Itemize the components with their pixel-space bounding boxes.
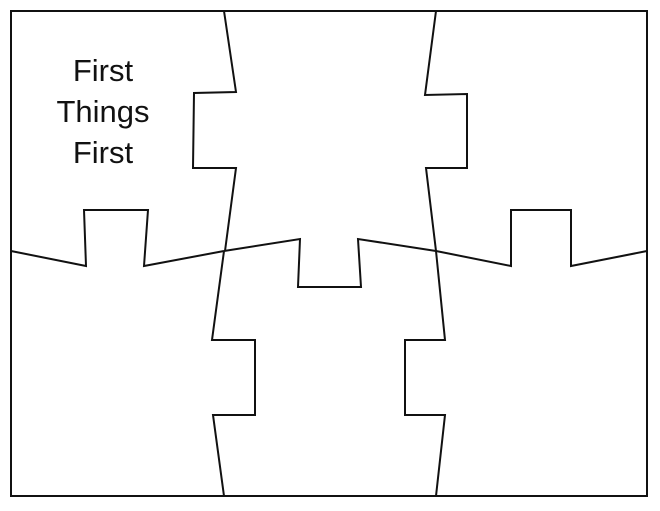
seam-bottom-center-right bbox=[404, 250, 447, 497]
seam-horizontal-center bbox=[223, 237, 437, 288]
seam-horizontal-right bbox=[435, 209, 648, 268]
seam-top-center-right bbox=[423, 10, 468, 252]
seam-horizontal-left bbox=[10, 209, 225, 268]
piece-label-line-3: First bbox=[72, 135, 134, 170]
seam-top-left-center bbox=[191, 10, 238, 252]
piece-label-line-1: First bbox=[72, 53, 134, 88]
piece-label-line-2: Things bbox=[56, 94, 150, 129]
puzzle-outer-border bbox=[10, 10, 648, 497]
piece-label: First Things First bbox=[48, 50, 158, 173]
seam-bottom-left-center bbox=[210, 250, 256, 497]
